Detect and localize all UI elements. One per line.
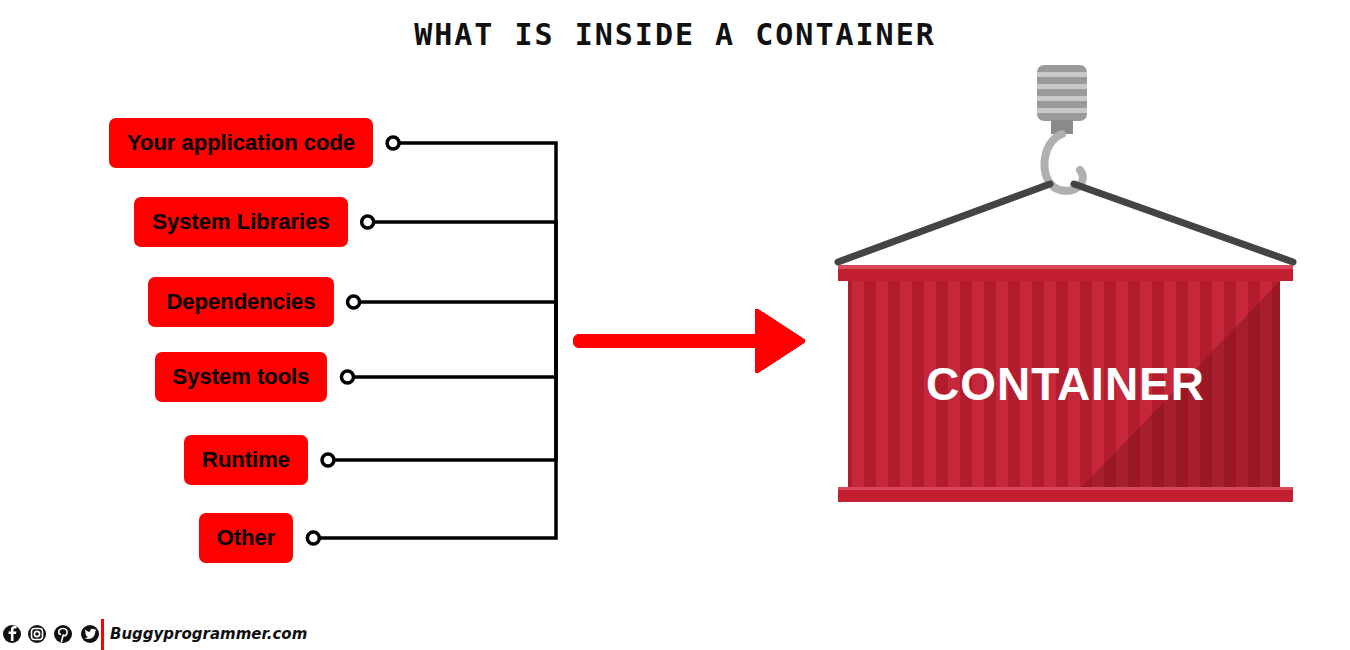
component-box: Runtime [184, 435, 308, 485]
container-stripe [876, 281, 888, 487]
connector [348, 296, 760, 341]
red-arrow [580, 334, 760, 348]
facebook-icon [3, 625, 21, 643]
node-label: System tools [173, 364, 310, 390]
bracket-line [319, 341, 556, 538]
node-label: Dependencies [166, 289, 315, 315]
node-label: System Libraries [152, 209, 329, 235]
red-arrow [580, 334, 760, 348]
hook-stripe [1037, 72, 1087, 77]
instagram-icon [28, 625, 46, 643]
component-box: Other [199, 513, 294, 563]
node-label: Runtime [202, 447, 290, 473]
container-body [848, 281, 1280, 487]
component-box: Your application code [109, 118, 373, 168]
component-box: Dependencies [148, 277, 333, 327]
twitter-glyph [85, 629, 97, 639]
container-rim-edge [838, 265, 1293, 269]
bracket-line [360, 302, 556, 341]
red-arrow [580, 334, 760, 348]
instagram-glyph [32, 629, 43, 640]
cable [1074, 184, 1293, 262]
connector [341, 341, 760, 383]
container-node: CONTAINER [838, 265, 1293, 502]
red-arrow [580, 334, 760, 348]
connector-dot [341, 371, 353, 383]
bracket-line [399, 143, 556, 341]
cable [838, 184, 1050, 262]
diagram-title: WHAT IS INSIDE A CONTAINER [0, 16, 1350, 54]
hook-block [1037, 65, 1087, 121]
node-label: Other [217, 525, 276, 551]
connector-dot [307, 532, 319, 544]
connector [322, 341, 760, 466]
instagram-glyph [34, 631, 39, 636]
shipping-container [838, 265, 1293, 502]
bracket-line [334, 341, 556, 460]
social-icons [3, 619, 104, 650]
bracket-line [374, 222, 556, 341]
node-label: CONTAINER [926, 357, 1205, 411]
container-stripe [852, 281, 864, 487]
container-top-rim [838, 265, 1293, 281]
connector-dot [387, 137, 399, 149]
connector-dot [322, 454, 334, 466]
footer-divider [101, 619, 104, 650]
red-arrow [580, 334, 760, 348]
container-bottom-rim [838, 487, 1293, 502]
node-label: Your application code [127, 130, 355, 156]
connector [362, 216, 760, 341]
connector [307, 341, 760, 544]
hook-stripe [1037, 108, 1087, 113]
component-box: System Libraries [134, 197, 347, 247]
pinterest-glyph [59, 629, 67, 642]
red-arrow [580, 334, 760, 348]
connector-dot [348, 296, 360, 308]
pinterest-icon [54, 625, 72, 643]
container-rim-edge [838, 487, 1293, 490]
connector [387, 137, 760, 341]
container-stripe [900, 281, 912, 487]
hook-stripe [1037, 96, 1087, 101]
hook-stripe [1037, 84, 1087, 89]
facebook-glyph [9, 626, 17, 641]
website-label: Buggyprogrammer.com [110, 624, 307, 644]
crane-hook [1037, 65, 1087, 191]
connector-dot [362, 216, 374, 228]
bracket-line [353, 341, 556, 377]
component-box: System tools [155, 352, 328, 402]
twitter-icon [81, 625, 99, 643]
